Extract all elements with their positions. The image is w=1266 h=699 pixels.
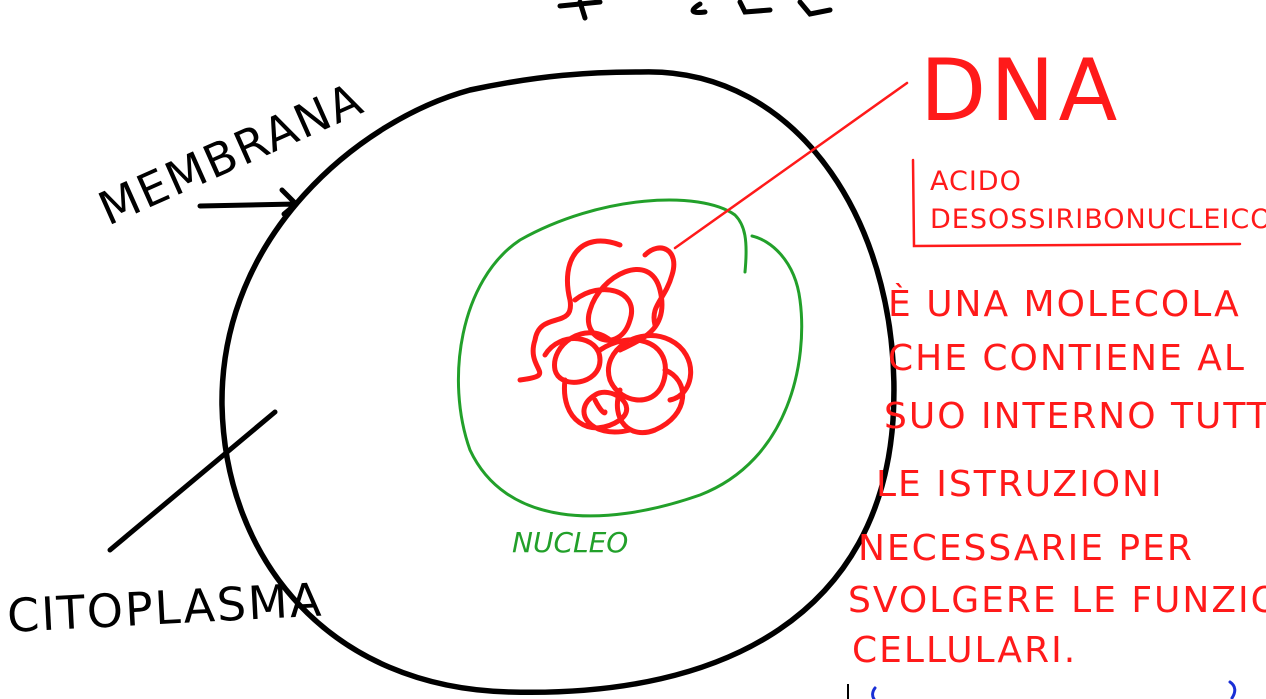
citoplasma-label: CITOPLASMA	[6, 573, 325, 643]
acronym-line-1: ACIDO	[930, 166, 1022, 197]
title-fragment	[560, 2, 830, 18]
membrana-label: MEMBRANA	[91, 71, 372, 236]
bottom-blue-fragment	[873, 682, 1235, 699]
dna-scribble	[520, 241, 691, 433]
description-line-4: LE ISTRUZIONI	[876, 464, 1164, 505]
description-line-7: CELLULARI.	[852, 630, 1077, 671]
nucleo-label: NUCLEO	[512, 526, 628, 559]
membrana-pointer-line	[200, 190, 296, 214]
acronym-line-2: DESOSSIRIBONUCLEICO	[930, 204, 1266, 235]
description-line-6: SVOLGERE LE FUNZIONI	[848, 580, 1266, 621]
description-line-5: NECESSARIE PER	[858, 528, 1194, 569]
description-line-2: CHE CONTIENE AL	[888, 338, 1246, 379]
dna-pointer-line	[675, 83, 907, 248]
dna-label: DNA	[920, 41, 1121, 141]
nucleus-outline	[458, 200, 801, 516]
description-line-3: SUO INTERNO TUTTE	[884, 396, 1266, 437]
description-line-1: È UNA MOLECOLA	[888, 283, 1241, 325]
